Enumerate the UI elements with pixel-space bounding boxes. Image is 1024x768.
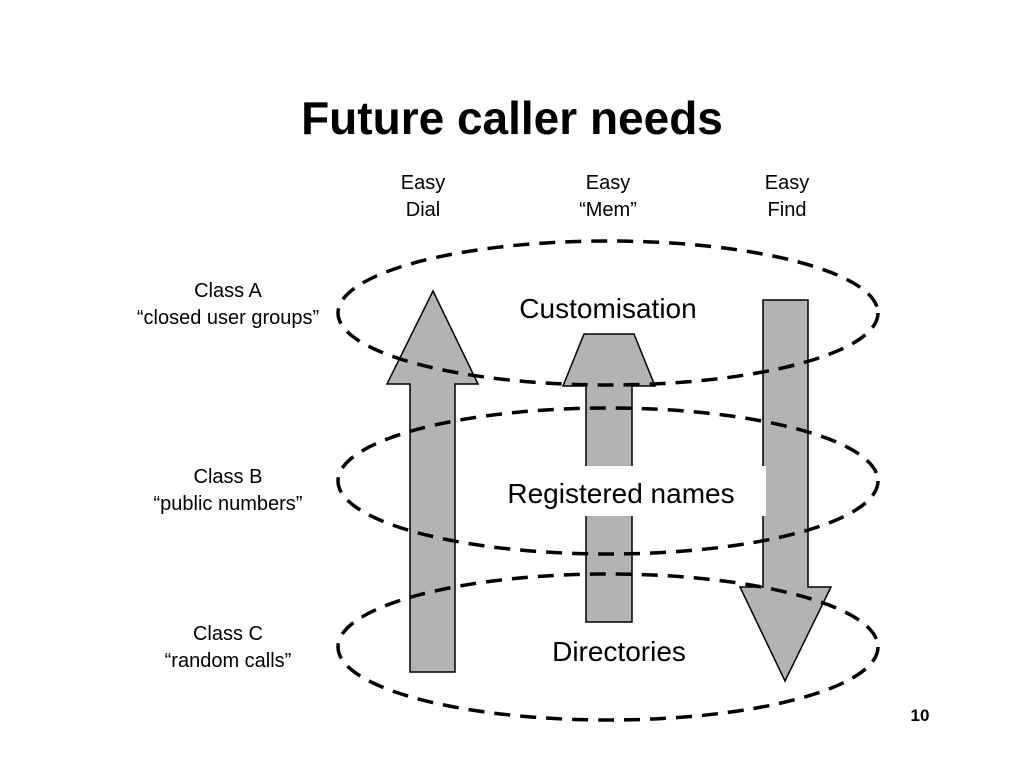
- column-heading-line2: Dial: [405, 199, 441, 221]
- layer-label-directories: Directories: [552, 636, 686, 667]
- class-label-a: Class A “closed user groups”: [98, 278, 358, 332]
- easy-dial-up-arrow: [385, 289, 480, 673]
- column-heading-easy-mem: Easy “Mem”: [548, 170, 668, 224]
- class-description: “random calls”: [164, 650, 292, 672]
- column-heading-line1: Easy: [764, 172, 810, 194]
- class-description: “public numbers”: [153, 493, 303, 515]
- class-name: Class B: [193, 466, 263, 488]
- registered-names-label-background: [478, 466, 766, 516]
- class-label-b: Class B “public numbers”: [98, 464, 358, 518]
- layer-label-registered-names: Registered names: [507, 478, 734, 509]
- class-a-layer-ellipse: [336, 239, 880, 387]
- column-heading-line2: “Mem”: [579, 199, 637, 221]
- layer-label-customisation: Customisation: [519, 293, 696, 324]
- column-heading-line1: Easy: [585, 172, 631, 194]
- slide-title: Future caller needs: [301, 92, 723, 144]
- class-c-layer-ellipse: [336, 572, 880, 722]
- class-name: Class A: [194, 280, 262, 302]
- class-b-layer-ellipse: [336, 406, 880, 556]
- class-label-c: Class C “random calls”: [98, 621, 358, 675]
- page-number: 10: [910, 706, 930, 725]
- column-heading-easy-find: Easy Find: [727, 170, 847, 224]
- column-heading-line1: Easy: [400, 172, 446, 194]
- class-description: “closed user groups”: [136, 307, 320, 329]
- column-heading-line2: Find: [767, 199, 807, 221]
- column-heading-easy-dial: Easy Dial: [363, 170, 483, 224]
- class-name: Class C: [192, 623, 263, 645]
